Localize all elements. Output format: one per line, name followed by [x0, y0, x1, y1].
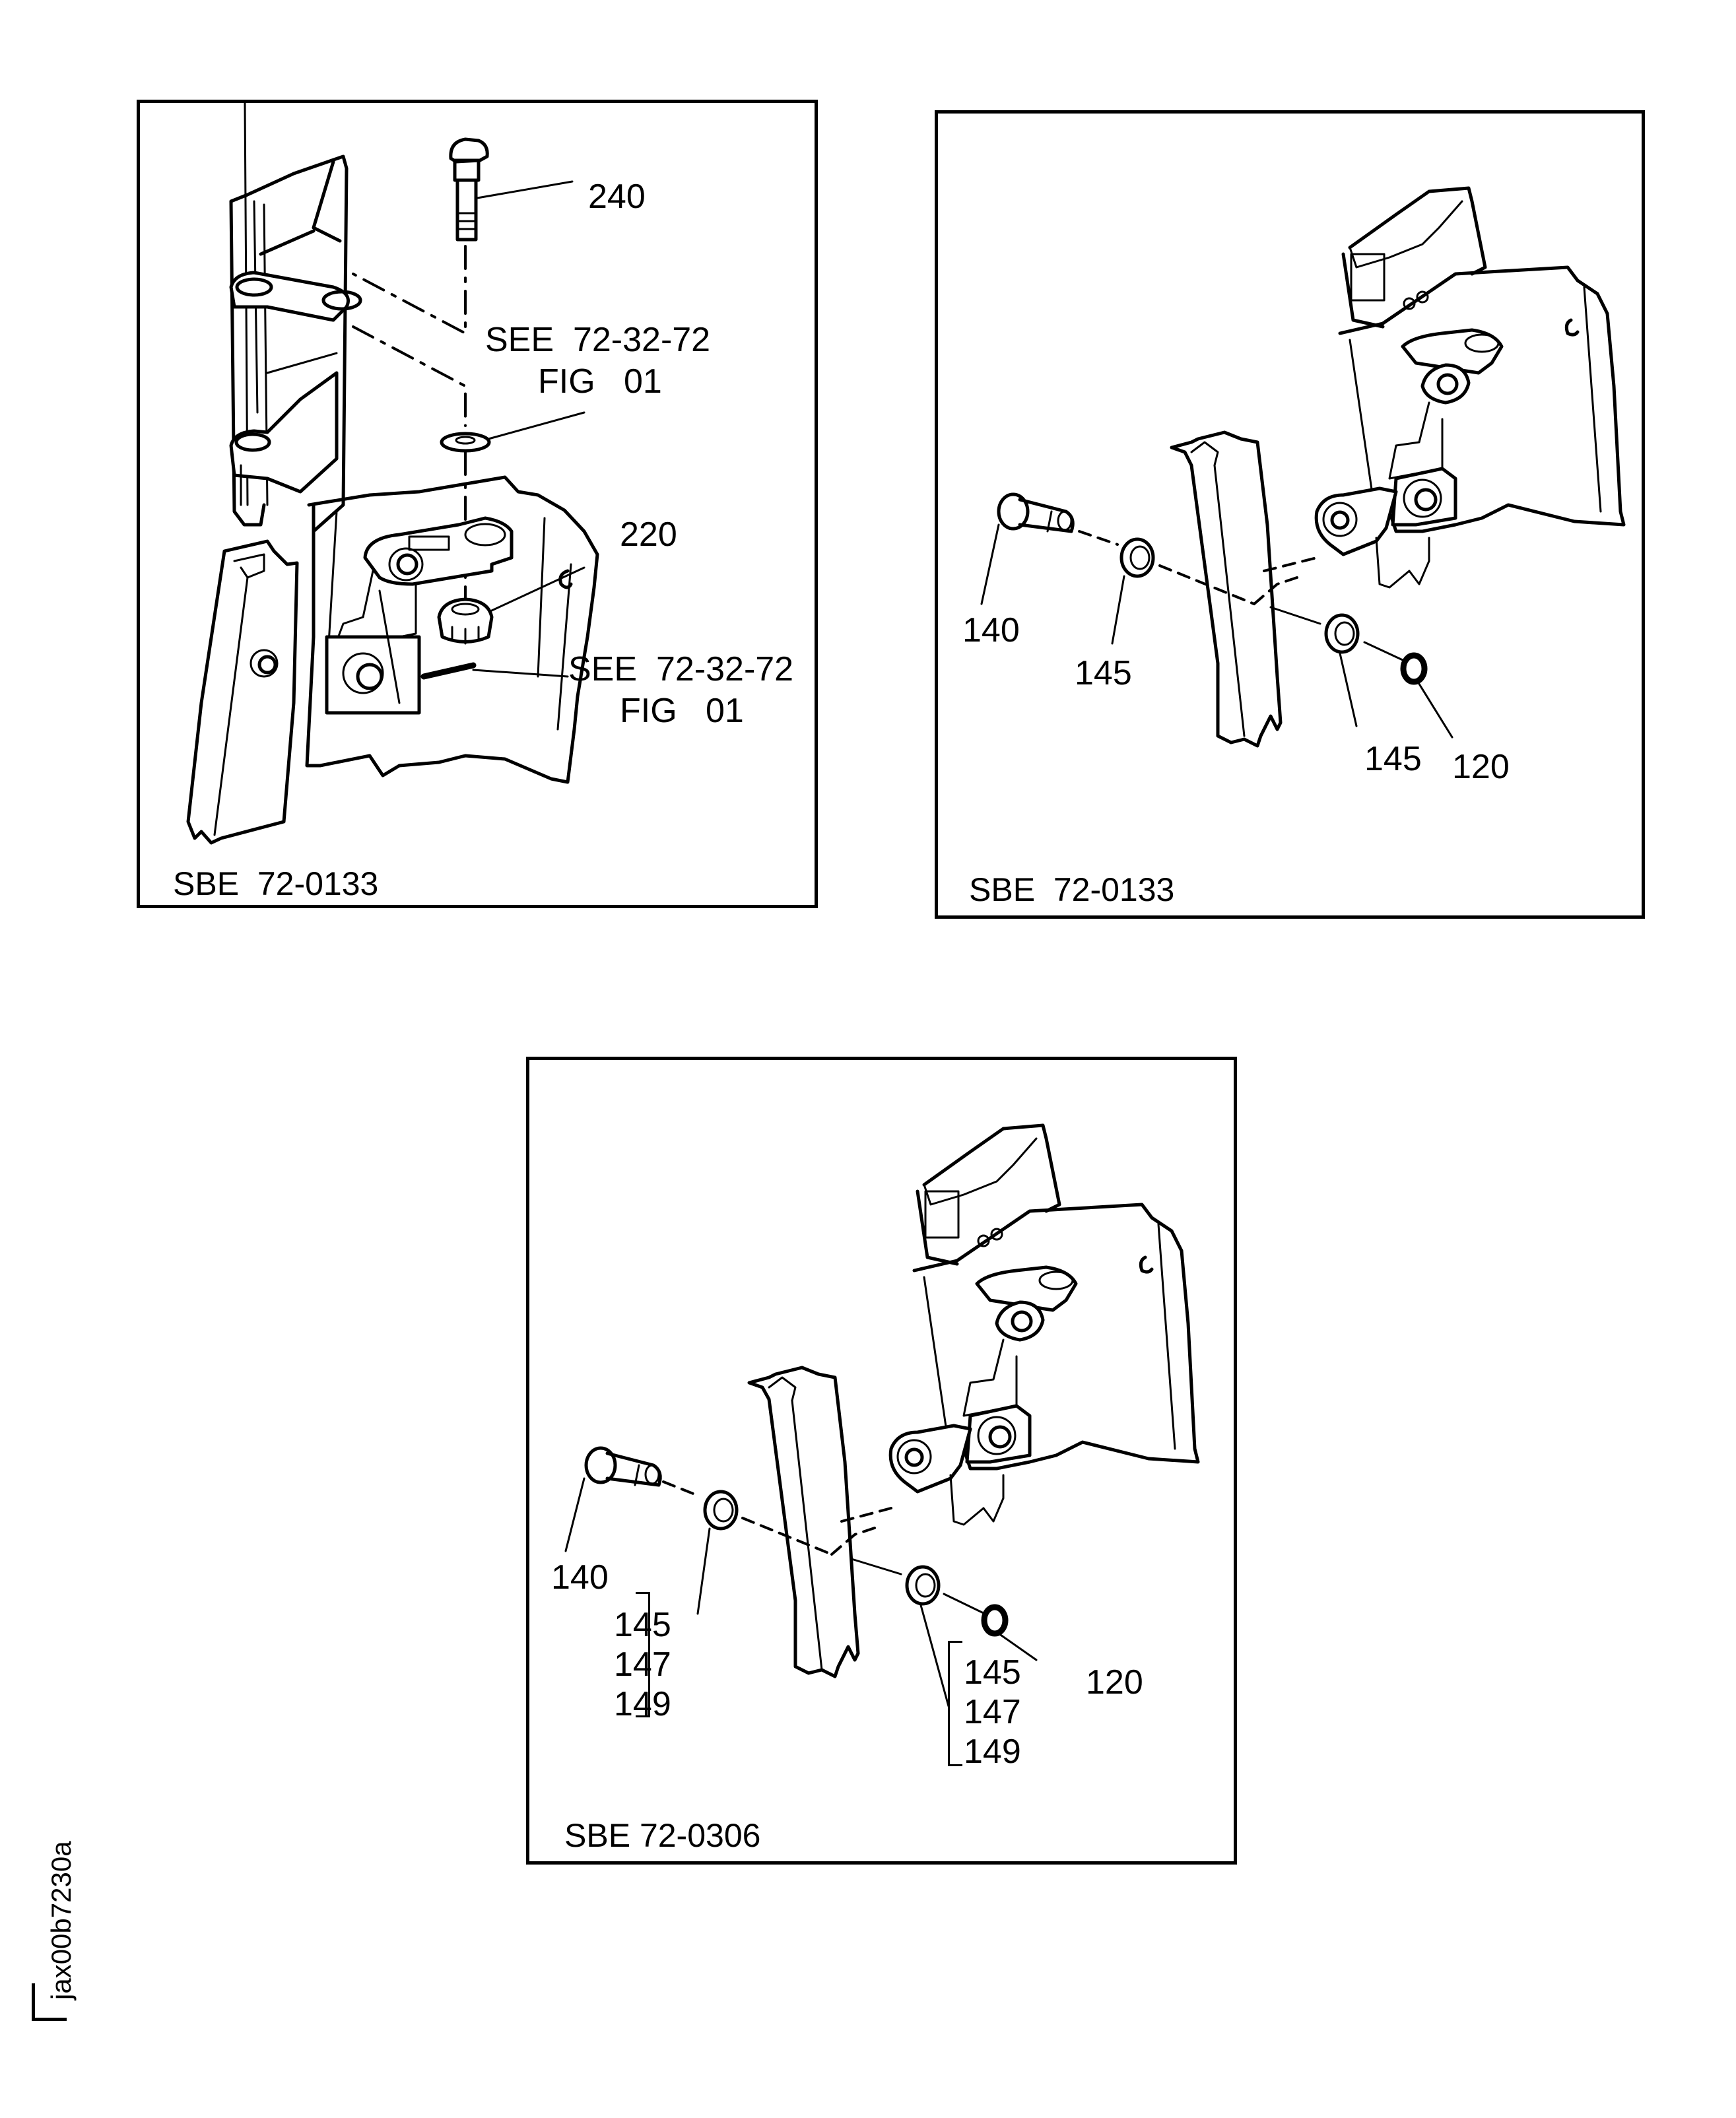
- callout-240: 240: [588, 178, 646, 216]
- document-id: jax00b7230a: [46, 1841, 77, 2000]
- leader-140: [980, 523, 1000, 605]
- left-post: [747, 1366, 860, 1678]
- hinge-exploded-view-sbe-72-0133-a: [186, 103, 599, 845]
- callout-145-left: 145: [1075, 654, 1132, 692]
- figure-panel-1: 240 SEE 72-32-72 FIG 01 220 SEE 72-32-72…: [137, 100, 818, 908]
- fitting-assembly: [888, 1123, 1200, 1526]
- callout-see-ref-upper-line1: SEE 72-32-72: [485, 321, 711, 359]
- axis-line-2: [741, 1517, 833, 1556]
- leader-bushing-left: [696, 1527, 711, 1615]
- leader-140: [564, 1477, 585, 1552]
- centerline-upper: [352, 245, 467, 335]
- fitting-assembly: [1314, 186, 1626, 589]
- right-group-bracket: [948, 1641, 962, 1766]
- callout-see-ref-lower-line1: SEE 72-32-72: [568, 650, 794, 688]
- hinge-exploded-view-sbe-72-0306: [564, 1123, 1200, 1707]
- left-post: [186, 539, 299, 845]
- callout-right-group-147: 147: [964, 1693, 1021, 1731]
- clip-120: [1400, 652, 1428, 685]
- axis-line-3: [1253, 576, 1298, 605]
- leader-145-right: [1339, 652, 1358, 727]
- leader-145-left: [1111, 575, 1125, 645]
- callout-right-group-149: 149: [964, 1733, 1021, 1771]
- callout-left-group-145: 145: [614, 1606, 671, 1644]
- leader-240: [476, 180, 574, 199]
- bushing-left: [703, 1490, 739, 1531]
- axis-line-5: [850, 1558, 902, 1575]
- bushing-145-left: [1119, 537, 1155, 578]
- bushing-right: [905, 1565, 941, 1606]
- bushing-145-right: [1324, 613, 1360, 654]
- bolt-140: [584, 1446, 662, 1487]
- callout-left-group-147: 147: [614, 1645, 671, 1684]
- fitting-bracket: [305, 475, 599, 784]
- leader-120: [997, 1632, 1038, 1661]
- axis-line-6: [943, 1593, 986, 1615]
- hinge-exploded-view-sbe-72-0133-b: [980, 186, 1626, 748]
- bolt-140: [997, 492, 1075, 533]
- callout-145-right: 145: [1364, 740, 1422, 778]
- axis-line-6: [1363, 641, 1404, 661]
- axis-line-3: [830, 1527, 876, 1556]
- left-group-bracket: [636, 1592, 650, 1717]
- bolt-240: [449, 137, 489, 242]
- figure-panel-2: 140 145 145 120 SBE 72-0133: [935, 110, 1645, 919]
- axis-line-1: [1078, 530, 1119, 546]
- callout-220: 220: [620, 515, 677, 554]
- left-post: [1170, 430, 1283, 748]
- cotter-pin: [420, 662, 569, 680]
- axis-line-2: [1158, 564, 1255, 605]
- washer: [440, 411, 585, 453]
- axis-line-4: [840, 1507, 892, 1523]
- callout-see-ref-upper-line2: FIG 01: [538, 362, 662, 401]
- figure-caption: SBE 72-0133: [969, 871, 1175, 908]
- callout-140: 140: [551, 1558, 609, 1597]
- callout-see-ref-lower-line2: FIG 01: [620, 692, 744, 730]
- figure-panel-3: 140 145 147 149 145 147 149 120 SBE 72-0…: [526, 1057, 1237, 1865]
- upper-hinge-arm: [229, 103, 362, 533]
- callout-right-group-145: 145: [964, 1653, 1021, 1692]
- callout-120: 120: [1452, 748, 1510, 786]
- callout-120: 120: [1086, 1663, 1143, 1702]
- leader-bushing-right: [919, 1604, 950, 1707]
- callout-140: 140: [962, 611, 1020, 649]
- nut-220: [437, 566, 585, 645]
- leader-120: [1417, 680, 1453, 739]
- figure-caption: SBE 72-0133: [173, 865, 379, 902]
- centerline-middle: [352, 325, 467, 427]
- clip-120: [981, 1604, 1009, 1637]
- corner-mark: [32, 1983, 67, 2021]
- axis-line-1: [662, 1480, 701, 1498]
- axis-line-4: [1263, 556, 1318, 572]
- axis-line-5: [1269, 606, 1321, 625]
- figure-caption: SBE 72-0306: [564, 1817, 761, 1854]
